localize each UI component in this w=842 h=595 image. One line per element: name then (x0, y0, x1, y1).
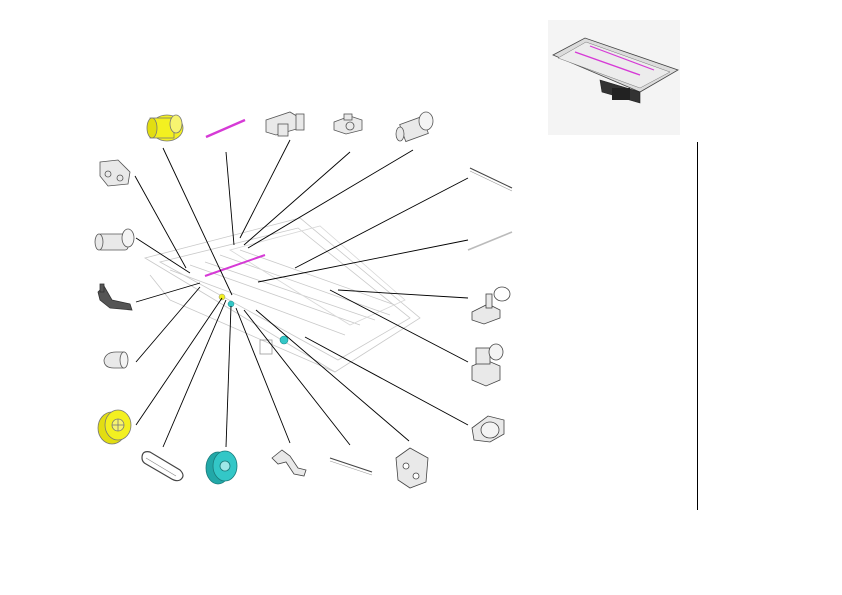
bracket-icon (265, 111, 305, 137)
rail-icon (329, 457, 373, 476)
housing-icon (471, 415, 505, 443)
lever-icon (271, 449, 307, 477)
yellow-gear-icon (97, 409, 132, 445)
block-icon (471, 343, 504, 387)
main-frame-assembly (143, 217, 421, 373)
yellow-roller-icon (146, 114, 184, 142)
frame-yellow-gear (218, 293, 226, 301)
pipe-icon (103, 351, 129, 369)
cylinder-icon (94, 228, 135, 251)
frame-cyan-gear (279, 335, 289, 345)
ring-bracket-icon (471, 286, 511, 325)
magenta-shaft-icon (205, 118, 246, 139)
rail-icon (469, 167, 513, 192)
frame-magenta-shaft (204, 254, 266, 277)
belt-icon (141, 451, 184, 482)
rod-icon (467, 231, 513, 251)
leader-lines (134, 139, 469, 448)
printer-transport-unit-thumbnail (548, 20, 680, 135)
bushing-icon (333, 113, 363, 135)
plate-icon (395, 447, 429, 489)
holder-icon (99, 159, 131, 187)
vertical-divider (697, 142, 698, 510)
lever-icon (97, 283, 133, 311)
cylinder-icon (395, 111, 434, 143)
cyan-gear-icon (205, 450, 238, 485)
